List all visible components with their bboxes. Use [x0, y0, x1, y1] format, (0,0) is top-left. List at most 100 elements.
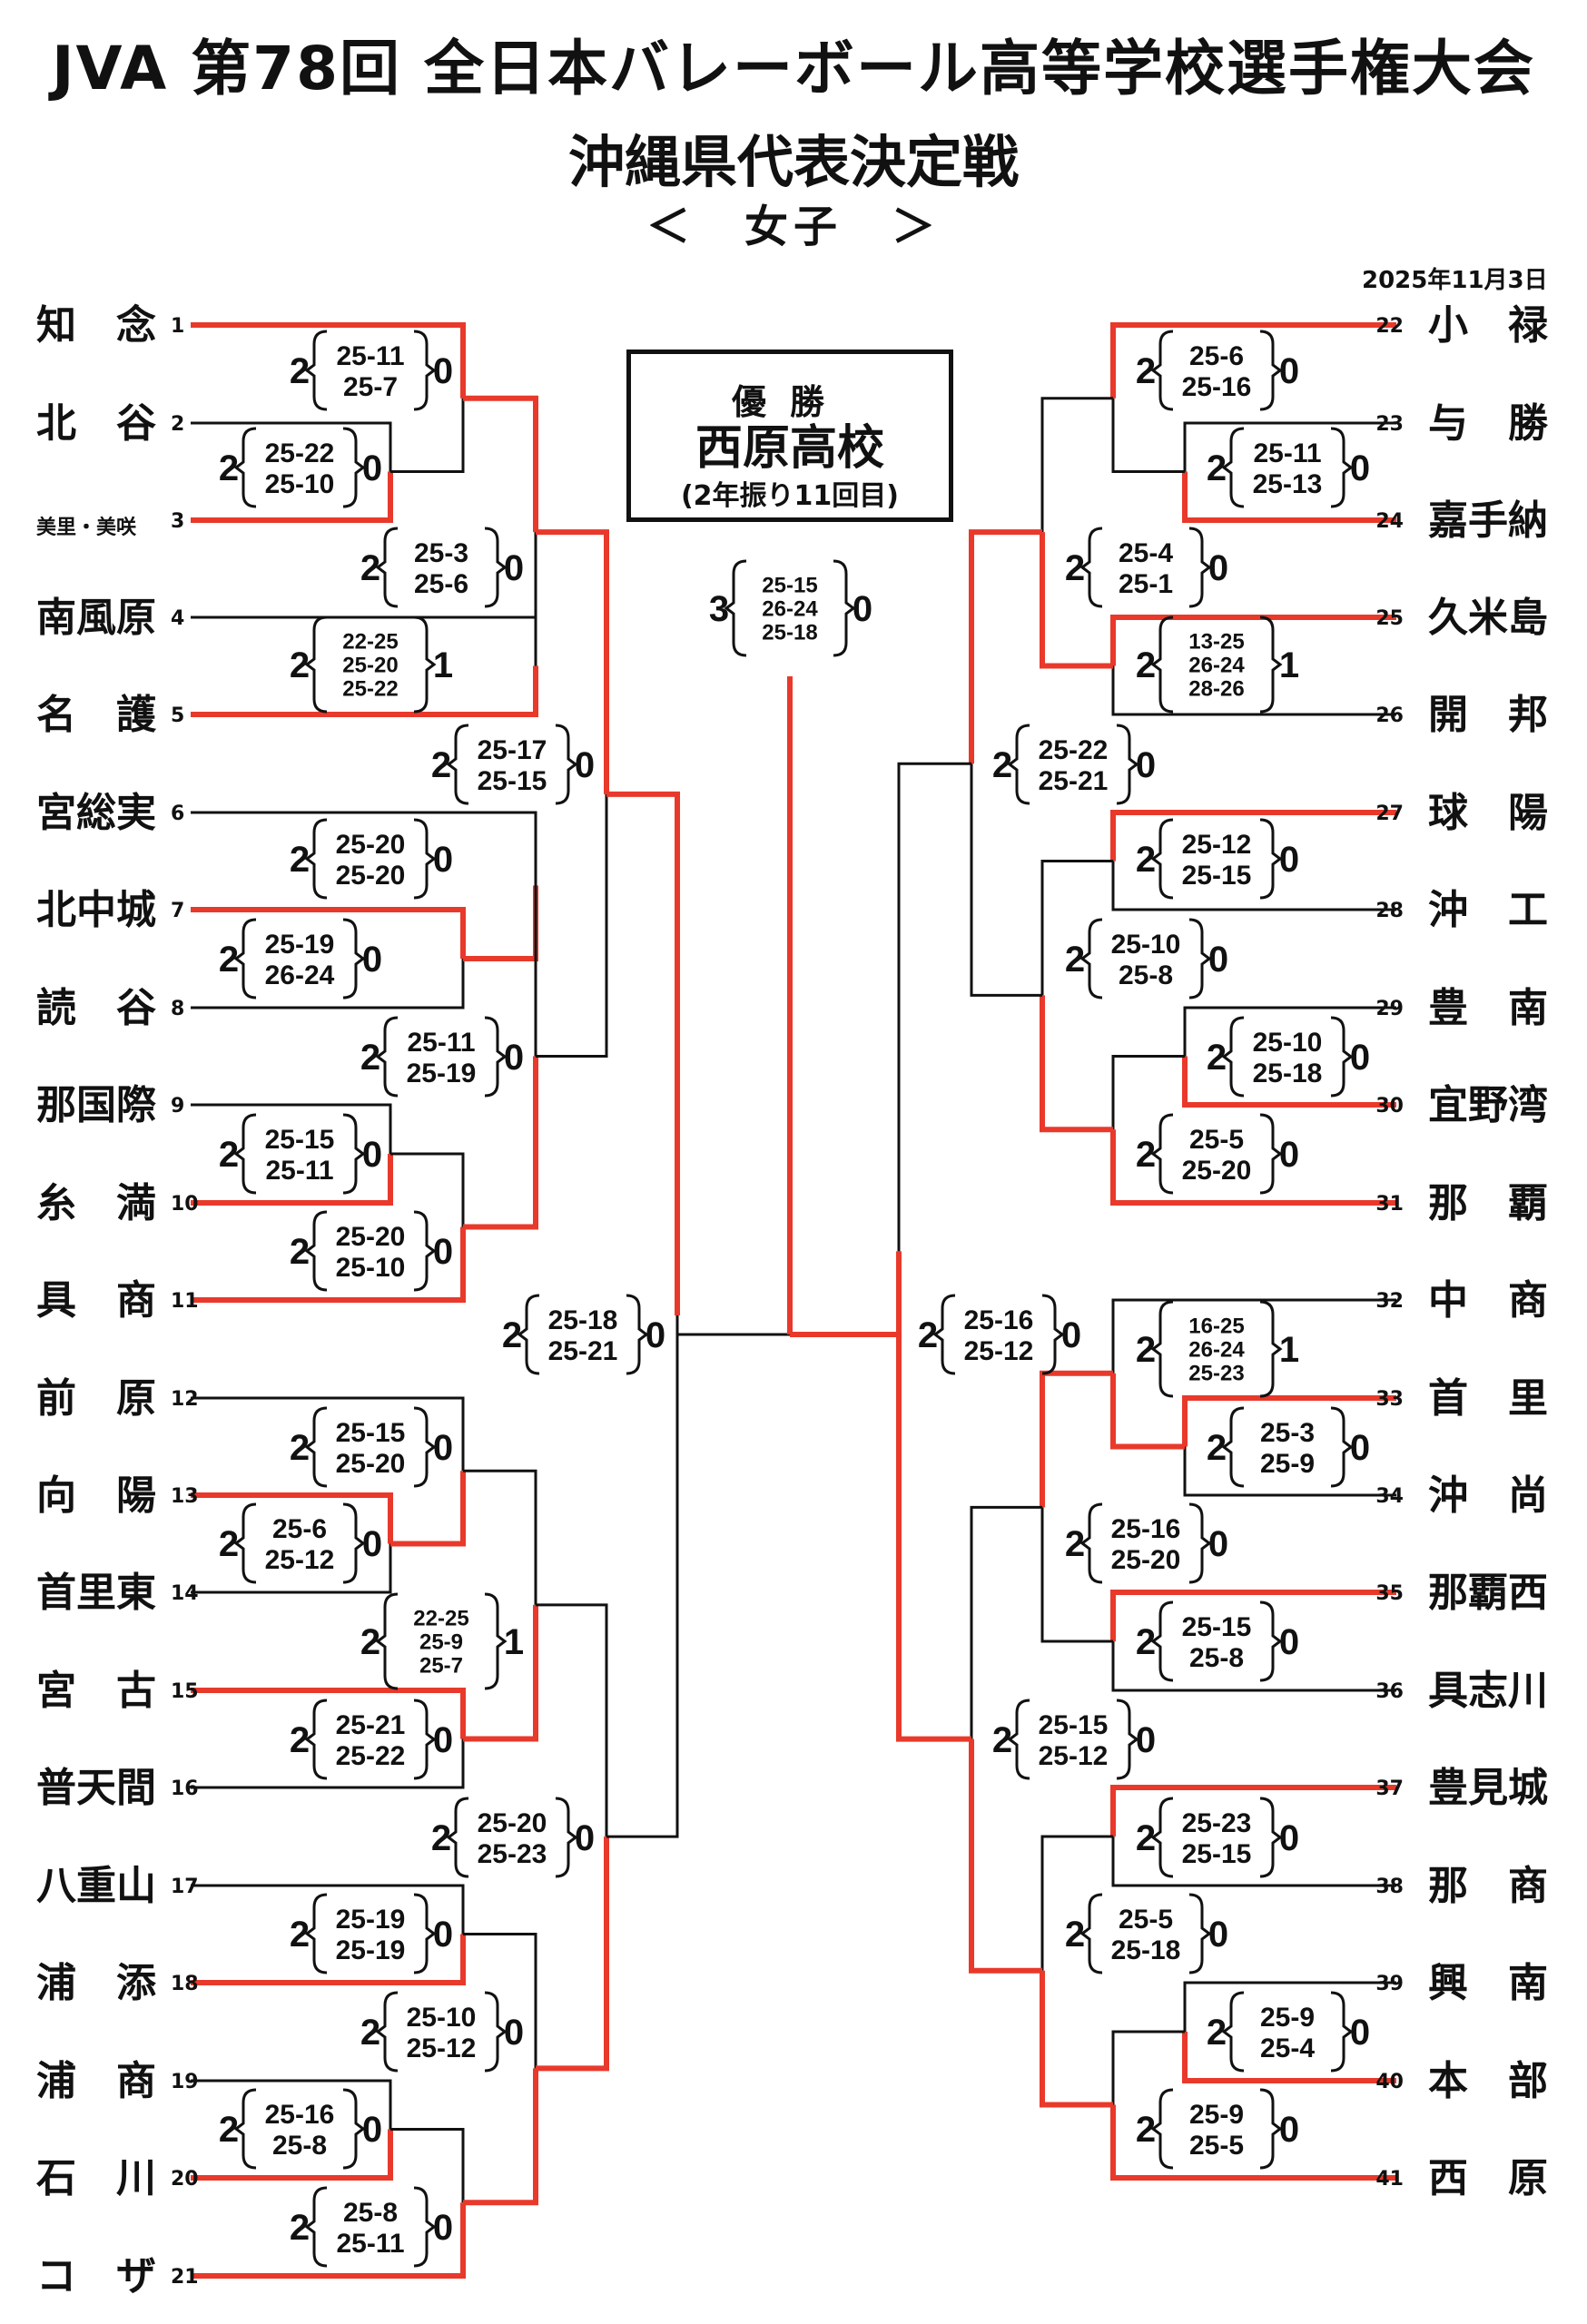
- set-score: 25-15: [478, 766, 547, 796]
- loser-sets: 0: [1279, 840, 1299, 880]
- loser-sets: 0: [1279, 1135, 1299, 1175]
- loser-sets: 1: [433, 645, 453, 685]
- set-score: 25-19: [265, 930, 335, 960]
- bracket-line: [191, 959, 465, 1009]
- loser-sets: 0: [433, 351, 453, 391]
- champion-name: 西原高校: [695, 421, 884, 476]
- loser-sets: 0: [504, 548, 524, 588]
- team-name: 宜野湾: [1428, 1082, 1548, 1128]
- set-score: 25-8: [1119, 960, 1173, 990]
- set-score: 25-5: [1189, 2131, 1244, 2161]
- score-bracket-right: [1330, 1991, 1354, 2073]
- team-name: 首里東: [36, 1570, 156, 1616]
- bracket-line: [896, 1251, 971, 1742]
- bracket-line: [191, 1688, 466, 1739]
- tournament-subtitle: 沖縄県代表決定戦: [567, 129, 1019, 195]
- score-bracket-left: [446, 724, 469, 805]
- score-bracket-right: [1259, 1113, 1283, 1195]
- winner-sets: 2: [1065, 1915, 1085, 1955]
- team-number: 14: [171, 1582, 199, 1605]
- score-bracket-right: [1188, 918, 1212, 1000]
- set-score: 25-21: [1039, 766, 1109, 796]
- score-bracket-left: [1150, 818, 1174, 900]
- winner-sets: 2: [1207, 448, 1227, 488]
- bracket-line: [1182, 2032, 1396, 2083]
- bracket-line: [1040, 1970, 1113, 2108]
- set-score: 28-26: [1188, 677, 1244, 702]
- team-name: 宮 古: [36, 1668, 156, 1714]
- bracket-line: [1111, 861, 1396, 911]
- set-score: 25-18: [548, 1305, 618, 1335]
- set-score: 25-8: [343, 2198, 398, 2228]
- set-score: 25-12: [1039, 1741, 1109, 1771]
- team-number: 13: [171, 1485, 199, 1508]
- score-bracket-left: [1150, 330, 1174, 411]
- winner-sets: 2: [290, 351, 310, 391]
- set-score: 25-9: [1189, 2100, 1244, 2130]
- score-bracket-right: [555, 1797, 578, 1878]
- bracket-line: [1110, 615, 1396, 666]
- team-name: 北 谷: [36, 400, 156, 447]
- team-number: 35: [1375, 1582, 1404, 1605]
- loser-sets: 0: [1350, 448, 1370, 488]
- set-score: 25-21: [548, 1336, 618, 1366]
- score-bracket-left: [304, 1210, 328, 1292]
- set-score: 25-9: [1260, 2003, 1315, 2033]
- score-bracket-left: [233, 2088, 257, 2170]
- team-number: 31: [1375, 1193, 1404, 1216]
- loser-sets: 0: [1279, 1622, 1299, 1662]
- score-bracket-right: [484, 1016, 508, 1098]
- bracket-line: [1040, 1835, 1113, 1971]
- set-score: 25-16: [1182, 372, 1252, 402]
- bracket-line: [1110, 1373, 1185, 1450]
- team-name: 本 部: [1428, 2058, 1548, 2104]
- team-number: 40: [1375, 2071, 1404, 2093]
- winner-sets: 2: [290, 645, 310, 685]
- winner-sets: 2: [1207, 2013, 1227, 2053]
- score-bracket-right: [833, 559, 856, 657]
- set-score: 25-15: [1182, 1612, 1252, 1642]
- set-score: 25-20: [342, 654, 398, 678]
- team-number: 41: [1375, 2168, 1404, 2191]
- bracket-line: [463, 1056, 538, 1230]
- team-number: 30: [1375, 1095, 1404, 1118]
- bracket-line: [606, 1315, 679, 1838]
- set-score: 25-19: [336, 1935, 406, 1965]
- set-score: 25-20: [336, 1222, 406, 1252]
- winner-sets: 2: [1136, 645, 1156, 685]
- team-number: 8: [171, 998, 184, 1020]
- set-score: 26-24: [1188, 1338, 1245, 1363]
- set-score: 25-15: [1182, 1839, 1252, 1869]
- score-bracket-left: [304, 2186, 328, 2268]
- set-score: 25-21: [336, 1710, 406, 1740]
- team-name: 首 里: [1428, 1375, 1548, 1422]
- loser-sets: 0: [1136, 1720, 1156, 1760]
- team-number: 32: [1375, 1290, 1404, 1313]
- set-score: 25-12: [407, 2034, 477, 2063]
- team-name: 知 念: [36, 302, 156, 349]
- team-name: 中 商: [1428, 1277, 1548, 1324]
- score-bracket-left: [304, 615, 328, 714]
- set-score: 25-19: [336, 1905, 406, 1935]
- set-score: 25-10: [336, 1253, 406, 1283]
- loser-sets: 1: [1279, 1330, 1299, 1370]
- winner-sets: 2: [219, 2110, 239, 2150]
- bracket-line: [1110, 2104, 1396, 2181]
- set-score: 25-23: [1188, 1362, 1244, 1386]
- score-bracket-right: [1116, 1699, 1139, 1780]
- loser-sets: 1: [504, 1622, 524, 1662]
